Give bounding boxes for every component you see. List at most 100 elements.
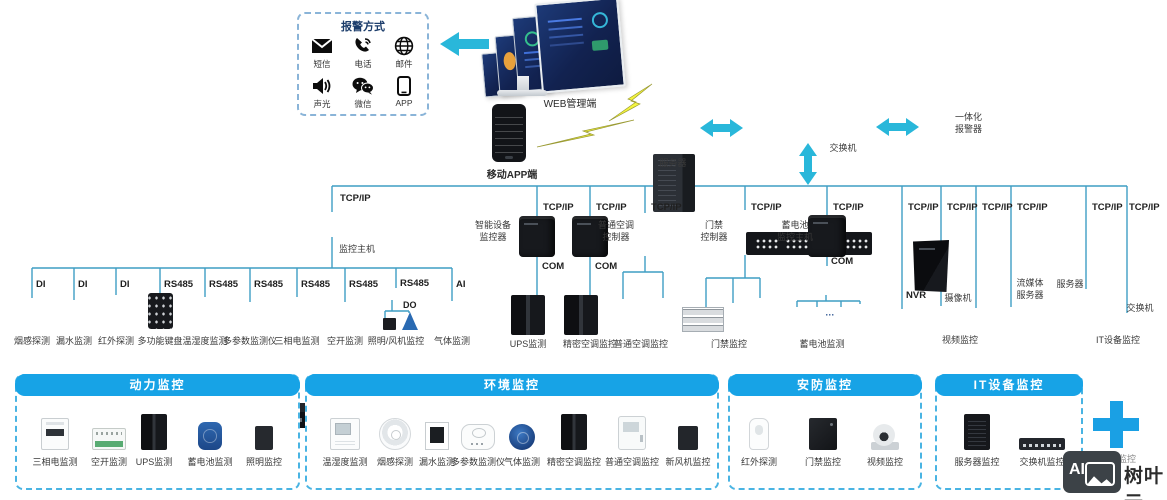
video-group-label: 视频监控 — [941, 335, 979, 345]
mobile-terminal-label: 移动APP端 — [486, 170, 538, 181]
group-item: 门禁监控 — [791, 406, 855, 468]
integrated-alarm-device — [913, 240, 949, 292]
alarm-method-phone: 电话 — [343, 35, 383, 70]
device-label: 温湿度监测 — [182, 336, 228, 346]
group-item: 精密空调监控 — [543, 406, 605, 468]
tcpip-label: TCP/IP — [543, 202, 574, 213]
com-label: COM — [831, 256, 854, 267]
ac-group-label: 普通空调监控 — [613, 339, 669, 349]
rs485-label: RS485 — [400, 278, 430, 289]
watermark-brand: 树叶云 — [1124, 466, 1165, 500]
precision-ac-label: 精密空调监控 — [562, 339, 618, 349]
group-item: 气体监测 — [497, 406, 547, 468]
water-leak-sensor-icon — [425, 422, 449, 450]
lightning-bolts — [536, 83, 653, 148]
three-phase-meter-icon — [41, 418, 69, 450]
ups-label: UPS监测 — [509, 339, 547, 349]
device-label: 多参数监测仪 — [222, 336, 278, 346]
do-label: DO — [403, 300, 417, 310]
alarm-box-title: 报警方式 — [341, 21, 385, 33]
ups-icon — [141, 414, 167, 450]
group-item: 红外探测 — [727, 406, 791, 468]
group-it-title: IT设备监控 — [935, 374, 1083, 396]
group-environment-title: 环境监控 — [305, 374, 719, 396]
ups-icon — [511, 295, 545, 335]
server-label: 服务器 — [659, 158, 687, 168]
tcpip-label: TCP/IP — [596, 202, 627, 213]
smart-device-controller-label: 智能设备 监控器 — [474, 220, 511, 242]
tcpip-label: TCP/IP — [1017, 202, 1048, 213]
group-security-title: 安防监控 — [728, 374, 922, 396]
group-power: 动力监控 三相电监测 空开监测 UPS监测 蓄电池监测 照明监控 — [15, 374, 300, 490]
group-environment: 环境监控 温湿度监测 烟感探测 漏水监测 多参数监测仪 气体监测 精密空调监控 … — [305, 374, 719, 490]
watermark-logo: AI — [1063, 451, 1121, 493]
alarm-methods-box: 报警方式 短信 电话 邮件 声光 微信 APP — [297, 12, 429, 116]
monitor-stand — [517, 76, 529, 90]
group-item: 照明监控 — [232, 406, 296, 468]
switch-label: 交换机 — [829, 143, 857, 153]
alarm-method-sms: 短信 — [302, 35, 342, 70]
rs485-label: RS485 — [301, 279, 331, 290]
server-monitor-icon — [964, 414, 990, 450]
card-reader-stack-icon — [682, 307, 724, 332]
group-item: 蓄电池监测 — [178, 406, 242, 468]
gas-sensor-icon — [509, 424, 535, 450]
tcpip-label: TCP/IP — [751, 202, 782, 213]
tcpip-label: TCP/IP — [833, 202, 864, 213]
globe-mail-icon — [384, 35, 424, 57]
web-terminal-label: WEB管理端 — [543, 99, 597, 110]
multi-parameter-monitor-icon — [461, 424, 495, 450]
battery-host-label: 蓄电池 监控主机 — [776, 220, 813, 242]
group-item: UPS监测 — [122, 406, 186, 468]
precision-ac-icon — [561, 414, 587, 450]
phone-icon — [343, 35, 383, 57]
speaker-icon — [302, 75, 342, 97]
picture-icon — [1085, 462, 1115, 486]
group-it: IT设备监控 服务器监控 交换机监控 — [935, 374, 1083, 490]
tcpip-label: TCP/IP — [340, 193, 371, 204]
it-server-label: 服务器 — [1056, 279, 1084, 289]
group-item: 视频监控 — [853, 406, 917, 468]
di-label: DI — [78, 279, 88, 290]
group-item: 服务器监控 — [945, 406, 1009, 468]
alarm-method-sound: 声光 — [302, 75, 342, 110]
rs485-label: RS485 — [164, 279, 194, 290]
ai-label: AI — [456, 279, 466, 290]
it-switch-label: 交换机 — [1126, 303, 1154, 313]
group-item: 多参数监测仪 — [449, 406, 507, 468]
alarm-method-wechat: 微信 — [343, 75, 383, 110]
temp-humidity-sensor-icon — [330, 418, 360, 450]
group-item: 温湿度监测 — [317, 406, 373, 468]
group-item: 烟感探测 — [370, 406, 420, 468]
rs485-label: RS485 — [349, 279, 379, 290]
device-label: 三相电监测 — [274, 336, 320, 346]
rs485-label: RS485 — [254, 279, 284, 290]
web-dashboard-monitors — [481, 0, 626, 100]
it-group-label: IT设备监控 — [1096, 335, 1140, 345]
device-label: 烟感探测 — [13, 336, 51, 346]
fresh-air-fan-icon — [678, 426, 698, 450]
tcpip-label: TCP/IP — [651, 202, 682, 213]
device-label: 多功能键盘 — [137, 336, 183, 346]
smoke-detector-icon — [379, 418, 411, 450]
group-item: 三相电监测 — [23, 406, 87, 468]
group-power-title: 动力监控 — [15, 374, 300, 396]
phone-screen — [495, 111, 523, 153]
infrared-sensor-icon — [749, 418, 769, 450]
cyan-arrows — [440, 32, 919, 185]
device-label: 空开监测 — [326, 336, 364, 346]
dome-camera-icon — [870, 424, 900, 450]
sms-icon — [302, 35, 342, 57]
host-label: 监控主机 — [338, 244, 376, 254]
tcpip-label: TCP/IP — [908, 202, 939, 213]
door-group-label: 门禁监控 — [710, 339, 748, 349]
group-item: 空开监测 — [77, 406, 141, 468]
camera-label: 摄像机 — [944, 293, 972, 303]
group-item: 普通空调监控 — [601, 406, 663, 468]
lighting-monitor-icon — [255, 426, 273, 450]
battery-group-label: 蓄电池监测 — [799, 339, 845, 349]
nvr-label: NVR — [906, 290, 927, 301]
com-label: COM — [595, 261, 618, 272]
mobile-phone — [492, 104, 526, 162]
